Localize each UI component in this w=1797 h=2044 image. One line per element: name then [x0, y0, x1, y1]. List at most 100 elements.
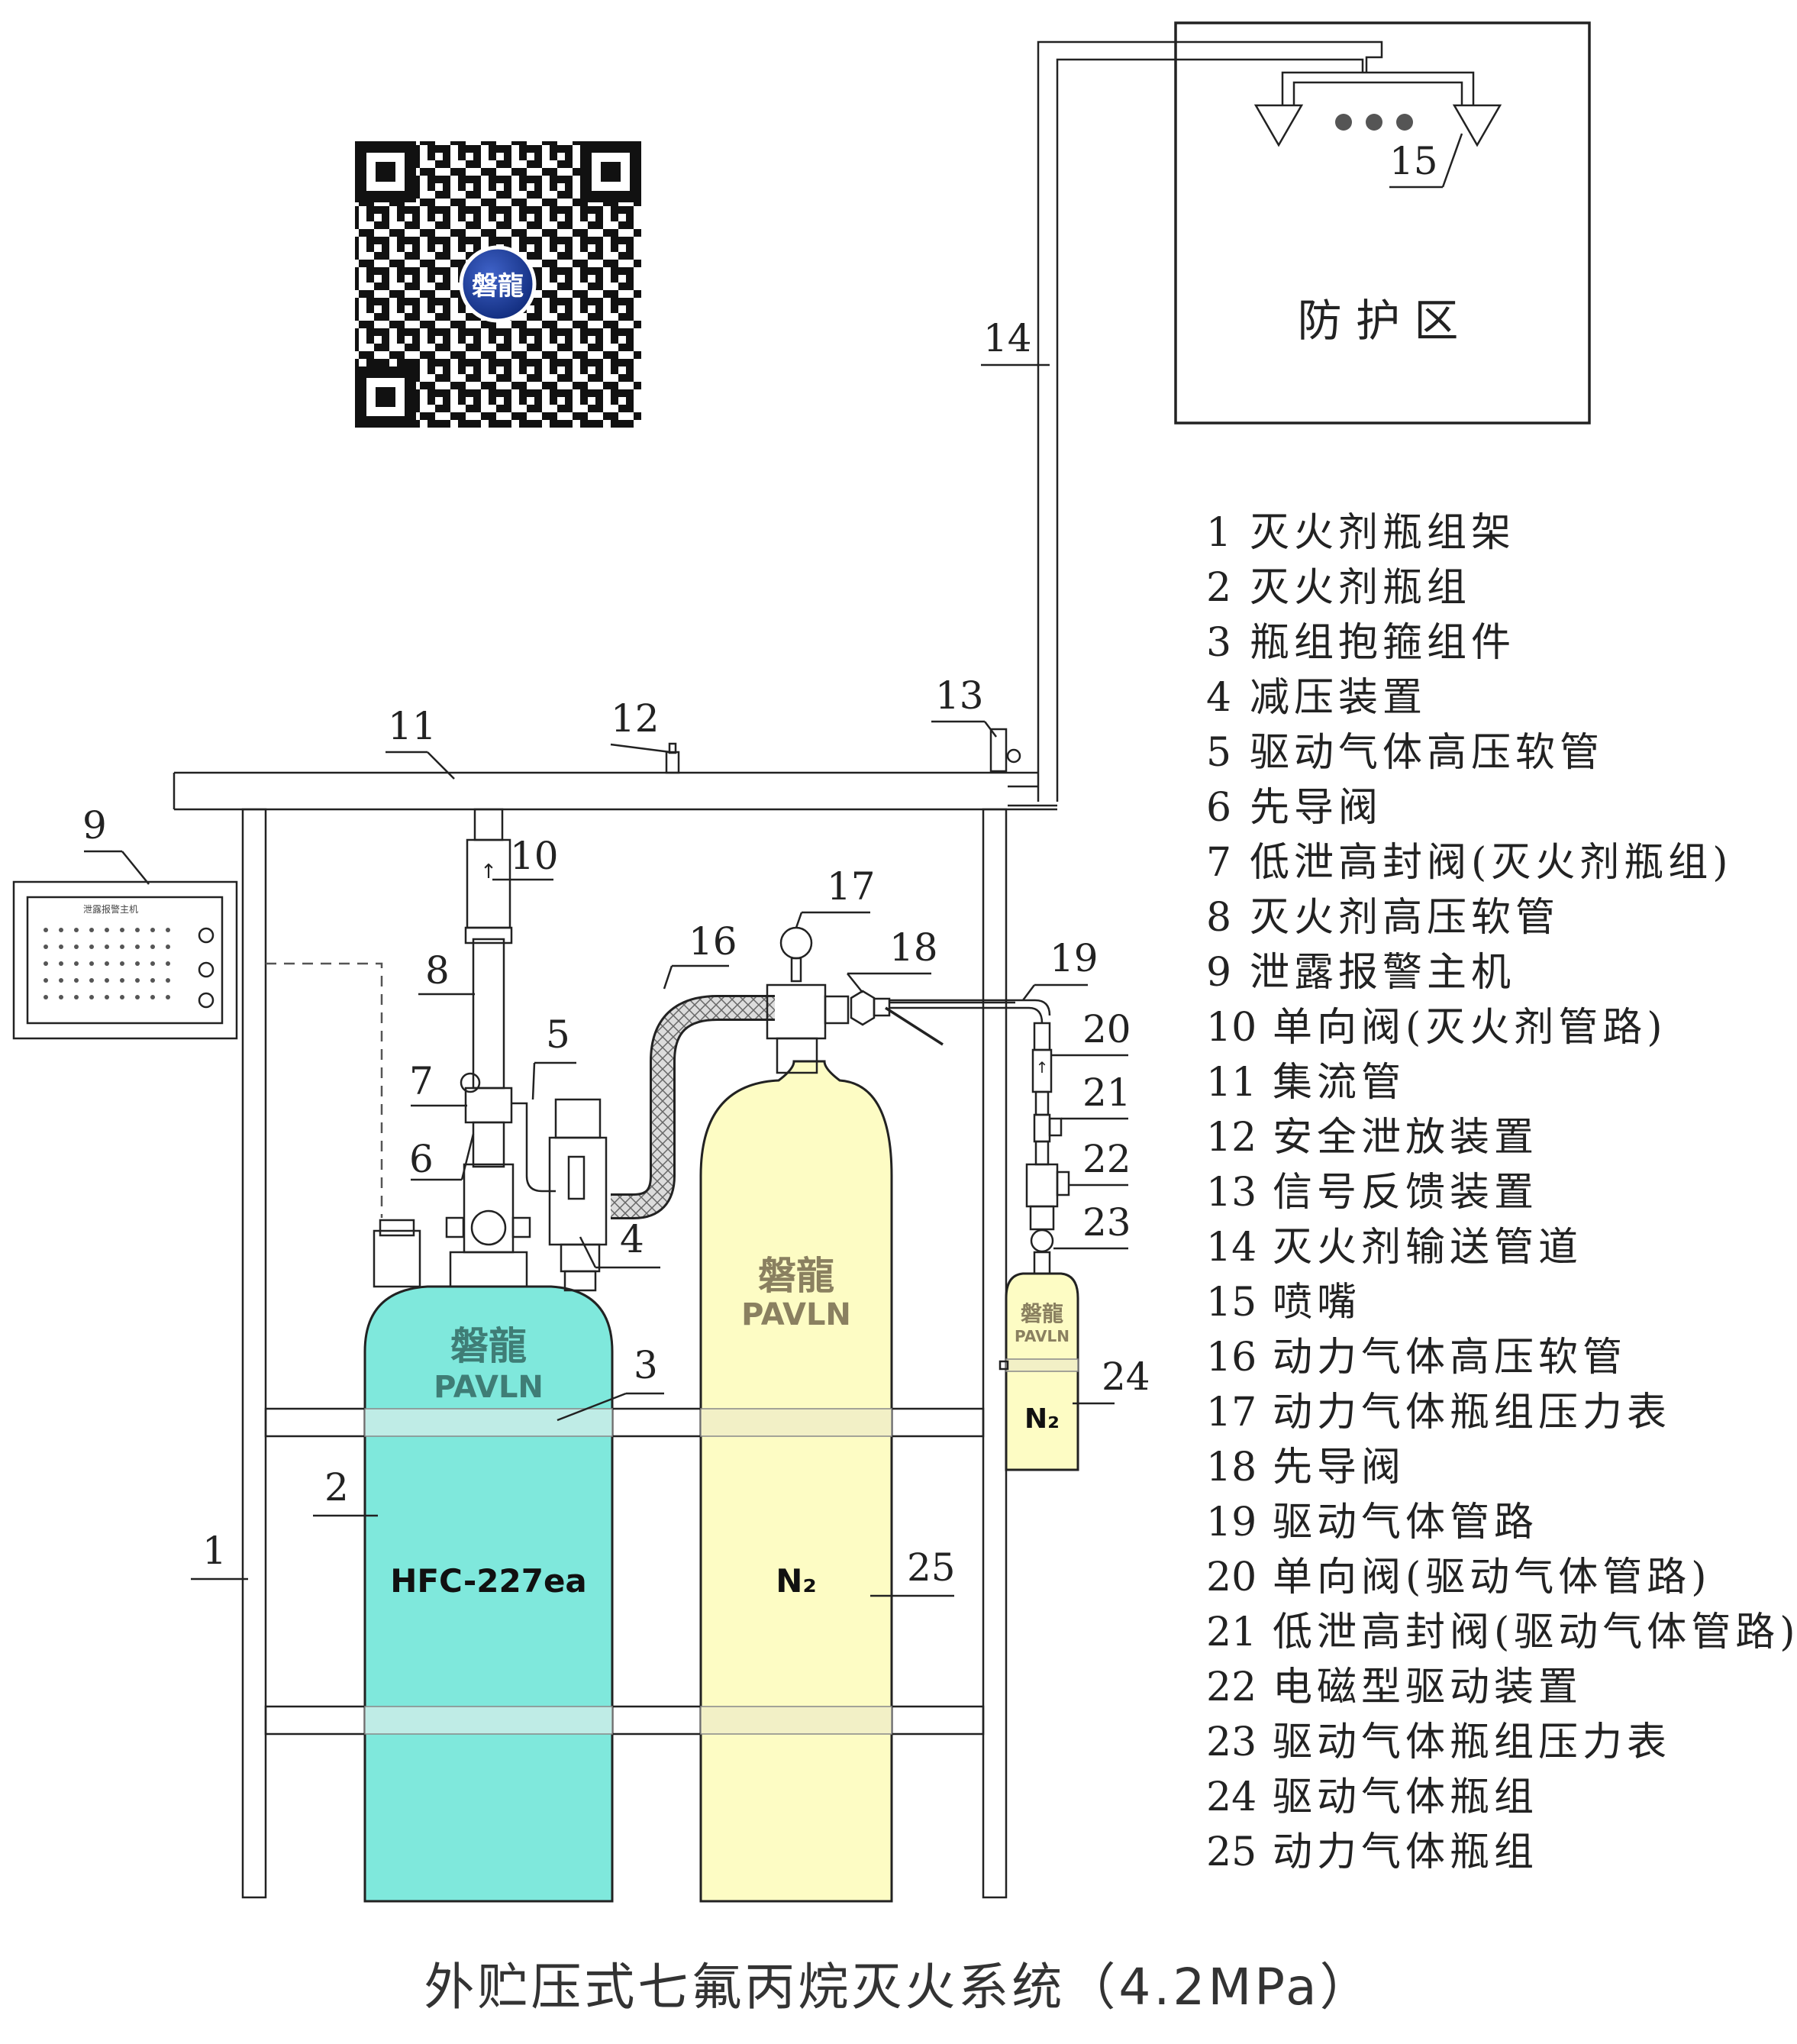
- callout-13: 13: [935, 673, 984, 718]
- qr-logo: [459, 245, 537, 323]
- callout-12: 12: [611, 696, 660, 741]
- callout-21: 21: [1082, 1070, 1131, 1115]
- legend-text: 瓶组抱箍组件: [1250, 620, 1515, 666]
- pilot-valve-6: [463, 1163, 515, 1254]
- panel-indicator-dot: [59, 995, 63, 999]
- panel-indicator-dot: [150, 995, 155, 999]
- legend-text: 灭火剂瓶组: [1250, 565, 1471, 611]
- panel-indicator-dot: [120, 978, 124, 983]
- drive-cylinder: 磐龍 PAVLN N₂: [999, 1272, 1079, 1471]
- power-brand-cn: 磐龍: [758, 1254, 834, 1298]
- panel-indicator-dot: [135, 995, 140, 999]
- callout-23: 23: [1082, 1200, 1131, 1245]
- pressure-reducer: [548, 1098, 608, 1292]
- panel-indicator-dot: [44, 945, 48, 949]
- panel-indicator-dot: [44, 961, 48, 966]
- panel-indicator-dot: [89, 928, 94, 932]
- legend-text: 动力气体瓶组: [1273, 1829, 1538, 1875]
- panel-indicator-dot: [150, 961, 155, 966]
- legend-number: 19: [1206, 1500, 1257, 1545]
- low-leak-valve-7: [472, 1121, 505, 1168]
- panel-indicator-dot: [105, 995, 109, 999]
- legend-number: 11: [1206, 1060, 1257, 1106]
- panel-indicator-dot: [44, 978, 48, 983]
- agent-brand-cn: 磐龍: [450, 1324, 527, 1368]
- drive-content-label: N₂: [1024, 1403, 1060, 1435]
- callout-1: 1: [202, 1529, 227, 1573]
- panel-indicator-dot: [135, 945, 140, 949]
- power-cylinder-body: [699, 1060, 893, 1903]
- callout-16: 16: [689, 919, 737, 964]
- legend-number: 12: [1206, 1115, 1257, 1161]
- panel-indicator-dot: [89, 978, 94, 983]
- legend-number: 6: [1206, 785, 1231, 831]
- legend-text: 电磁型驱动装置: [1273, 1665, 1582, 1710]
- delivery-pipe: [1008, 40, 1383, 807]
- panel-indicator-dot: [59, 978, 63, 983]
- nozzle-right: [1452, 104, 1502, 147]
- legend-number: 24: [1206, 1774, 1257, 1820]
- panel-indicator-dot: [150, 978, 155, 983]
- drive-line: ↑: [889, 999, 1070, 1277]
- leak-sensor: [373, 1229, 421, 1288]
- panel-indicator-dot: [166, 978, 170, 983]
- legend-text: 灭火剂瓶组架: [1250, 510, 1515, 556]
- panel-indicator-dot: [135, 928, 140, 932]
- panel-indicator-dot: [150, 945, 155, 949]
- legend-number: 10: [1206, 1005, 1257, 1051]
- panel-indicator-dot: [105, 928, 109, 932]
- legend-number: 17: [1206, 1390, 1257, 1435]
- low-leak-valve-21: [1033, 1113, 1051, 1143]
- panel-indicator-dot: [59, 961, 63, 966]
- panel-indicator-dot: [166, 928, 170, 932]
- agent-content-label: HFC-227ea: [390, 1562, 587, 1600]
- legend-text: 先导阀: [1273, 1445, 1405, 1490]
- manifold: [173, 771, 1057, 811]
- protected-zone-label: 防 护 区: [1298, 295, 1459, 347]
- callout-numbers: 1 2 3 4 5 6 7 8 10 9 11 12 13 14 15 16 1…: [82, 139, 1438, 1590]
- legend-number: 16: [1206, 1335, 1257, 1380]
- panel-indicator-dot: [105, 978, 109, 983]
- panel-indicator-dot: [120, 961, 124, 966]
- signal-feedback-device: [989, 728, 1021, 773]
- legend-number: 8: [1206, 895, 1231, 941]
- legend-text: 单向阀(灭火剂管路): [1273, 1005, 1667, 1051]
- protected-zone: 防 护 区: [1174, 21, 1591, 425]
- callout-20: 20: [1082, 1007, 1131, 1051]
- power-pilot-valve: [850, 990, 1015, 1046]
- legend-text: 单向阀(驱动气体管路): [1273, 1555, 1712, 1600]
- legend-text: 安全泄放装置: [1273, 1115, 1538, 1161]
- legend-text: 驱动气体瓶组压力表: [1273, 1719, 1671, 1765]
- panel-indicator-dot: [74, 978, 79, 983]
- drive-brand-en: PAVLN: [1015, 1327, 1069, 1345]
- callout-18: 18: [889, 925, 938, 970]
- legend-number: 4: [1206, 675, 1231, 721]
- legend-number: 1: [1206, 510, 1231, 556]
- panel-indicator-dot: [150, 928, 155, 932]
- panel-indicator-dot: [120, 945, 124, 949]
- legend-text: 灭火剂输送管道: [1273, 1225, 1582, 1271]
- panel-indicator-dot: [59, 928, 63, 932]
- legend-text: 动力气体瓶组压力表: [1273, 1390, 1671, 1435]
- legend-number: 22: [1206, 1665, 1257, 1710]
- legend-text: 低泄高封阀(驱动气体管路): [1273, 1610, 1797, 1655]
- panel-indicator-dot: [89, 945, 94, 949]
- alarm-panel-label: 泄露报警主机: [83, 903, 138, 915]
- legend-number: 9: [1206, 950, 1231, 996]
- power-brand-en: PAVLN: [741, 1297, 851, 1332]
- callout-19: 19: [1050, 936, 1099, 980]
- qr-logo-text: 磐龍: [472, 271, 524, 302]
- panel-indicator-dot: [74, 995, 79, 999]
- panel-indicator-dot: [166, 945, 170, 949]
- callout-6: 6: [409, 1137, 434, 1181]
- panel-indicator-dot: [74, 961, 79, 966]
- legend-number: 23: [1206, 1719, 1257, 1765]
- power-cylinder: 磐龍 PAVLN N₂: [699, 1037, 893, 1903]
- legend-text: 驱动气体瓶组: [1273, 1774, 1538, 1820]
- legend-number: 14: [1206, 1225, 1257, 1271]
- panel-indicator-dot: [120, 995, 124, 999]
- agent-cylinder: 磐龍 PAVLN HFC-227ea: [363, 1219, 614, 1903]
- agent-valve-stack: ↑: [445, 808, 556, 1254]
